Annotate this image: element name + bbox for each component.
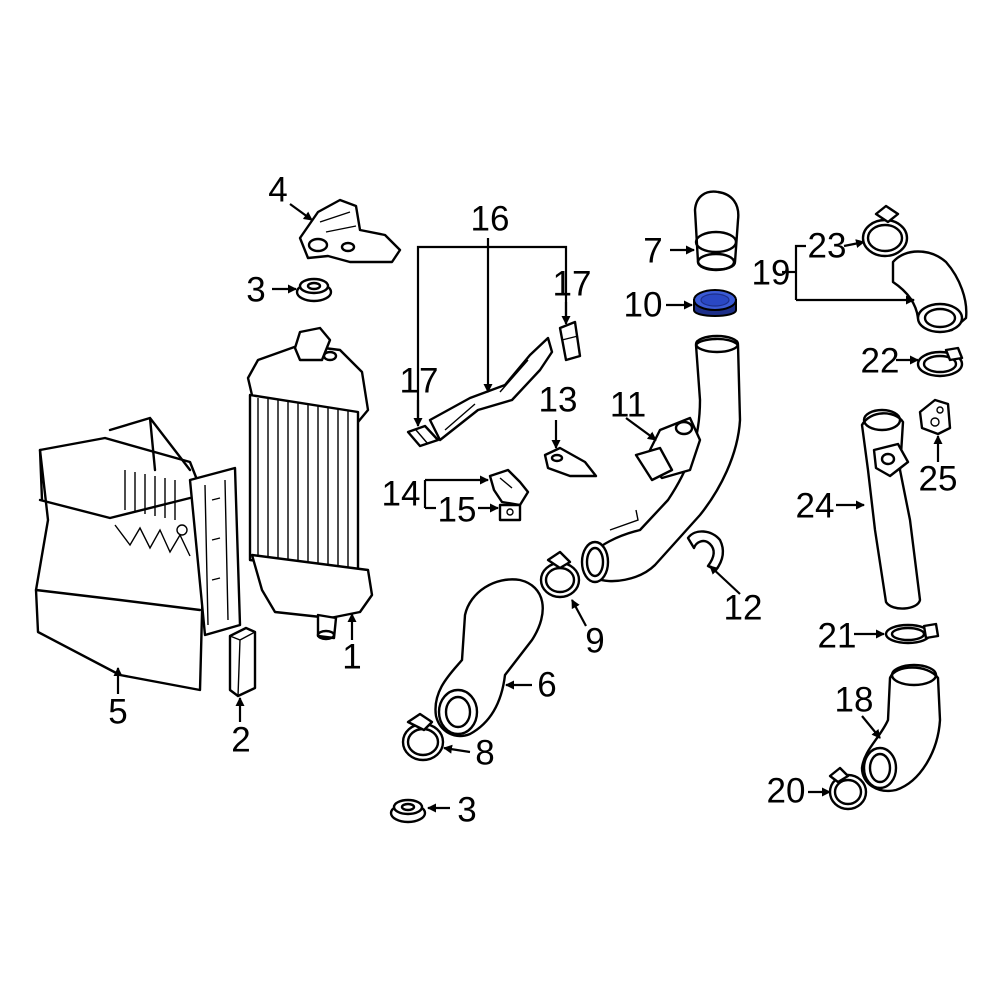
part-19-elbow-hose <box>891 250 968 334</box>
leader-4 <box>289 203 313 221</box>
callout-14: 14 <box>381 474 421 514</box>
callout-21: 21 <box>817 616 857 656</box>
callout-25: 25 <box>918 459 958 499</box>
callout-9: 9 <box>585 621 605 661</box>
part-3-grommet-upper <box>295 277 333 303</box>
part-22-clamp <box>916 346 964 378</box>
leader-19-bracket <box>794 244 806 300</box>
callout-6: 6 <box>537 665 557 705</box>
callout-12: 12 <box>723 588 763 628</box>
callout-18: 18 <box>834 680 874 720</box>
callout-2: 2 <box>231 720 251 760</box>
callout-3-upper: 3 <box>246 270 266 310</box>
part-18-hose <box>860 663 942 793</box>
part-2-foam-block <box>228 626 257 698</box>
leader-9 <box>571 599 587 627</box>
callout-17-upper: 17 <box>552 264 592 304</box>
callout-5: 5 <box>108 692 128 732</box>
callout-20: 20 <box>766 771 806 811</box>
callout-19: 19 <box>751 253 791 293</box>
leader-16-17-bracket <box>416 245 568 424</box>
callout-1: 1 <box>342 637 362 677</box>
part-16-vacuum-hose <box>428 336 554 442</box>
callout-22: 22 <box>860 341 900 381</box>
part-11-intake-tube <box>580 334 742 584</box>
callout-23: 23 <box>807 226 847 266</box>
leader-23 <box>843 239 865 248</box>
callout-3-lower: 3 <box>457 790 477 830</box>
leader-12 <box>709 565 741 595</box>
part-21-clamp <box>884 622 940 645</box>
callout-10: 10 <box>623 285 663 325</box>
part-25-bracket <box>918 398 952 436</box>
callout-7: 7 <box>643 231 663 271</box>
callout-17-lower: 17 <box>399 361 439 401</box>
leader-lines <box>113 203 943 813</box>
part-bracket-frame <box>188 466 242 637</box>
part-4-mounting-bracket <box>298 198 402 264</box>
part-6-hose <box>434 578 544 738</box>
part-3-grommet-lower <box>389 798 427 824</box>
callout-24: 24 <box>795 486 835 526</box>
part-17-hose-clamp-upper <box>558 320 582 362</box>
callout-8: 8 <box>475 733 495 773</box>
part-10-seal-highlighted <box>693 289 737 317</box>
part-9-clamp <box>539 550 581 599</box>
leader-11 <box>625 417 657 441</box>
callout-11: 11 <box>609 385 647 425</box>
part-20-clamp <box>828 766 868 811</box>
part-17-hose-clamp-lower <box>406 424 440 448</box>
part-8-clamp <box>401 712 445 762</box>
part-23-clamp <box>861 204 909 258</box>
part-13-heat-shield <box>543 446 598 478</box>
callout-4: 4 <box>268 170 288 210</box>
callout-16: 16 <box>470 199 510 239</box>
part-1-intercooler <box>246 326 374 641</box>
part-24-pipe <box>860 408 922 610</box>
part-15-bracket <box>498 503 522 522</box>
part-14-valve <box>488 468 530 507</box>
leader-8 <box>443 744 471 754</box>
part-12-small-hose <box>686 530 725 572</box>
leader-18 <box>861 715 881 739</box>
part-7-coupling <box>693 190 740 272</box>
part-5-air-deflector <box>34 416 207 692</box>
callout-15: 15 <box>437 490 477 530</box>
callout-13: 13 <box>538 380 578 420</box>
